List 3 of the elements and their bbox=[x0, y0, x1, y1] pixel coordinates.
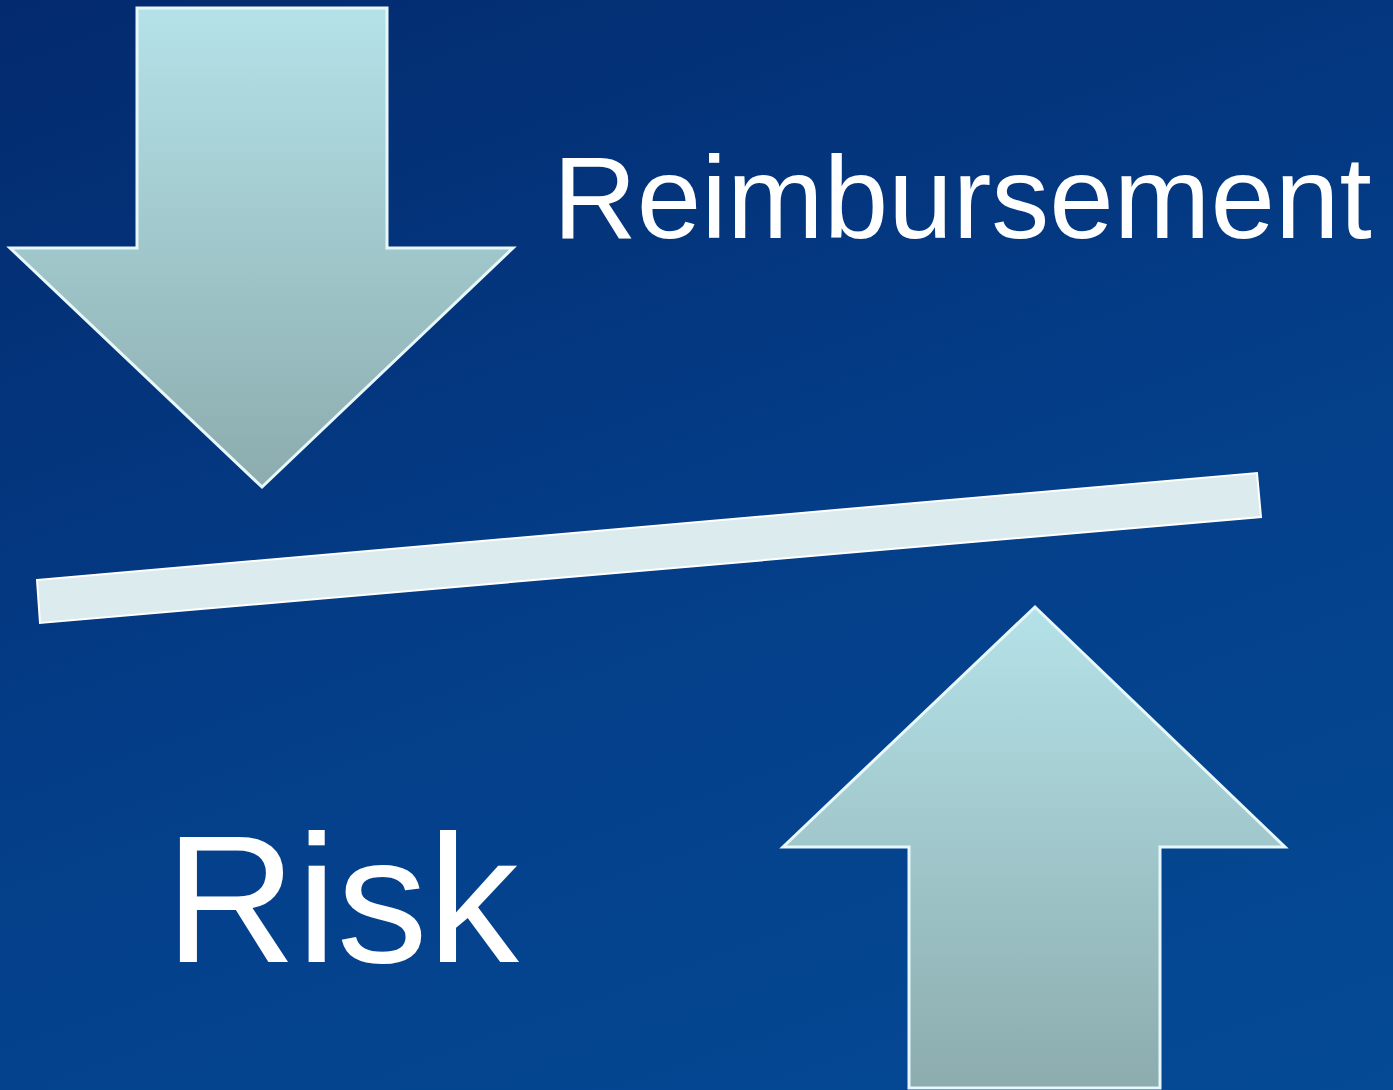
balance-beam bbox=[35, 471, 1263, 625]
heading-text: Risk bbox=[165, 808, 519, 990]
heading-text: Reimbursement bbox=[553, 140, 1372, 256]
